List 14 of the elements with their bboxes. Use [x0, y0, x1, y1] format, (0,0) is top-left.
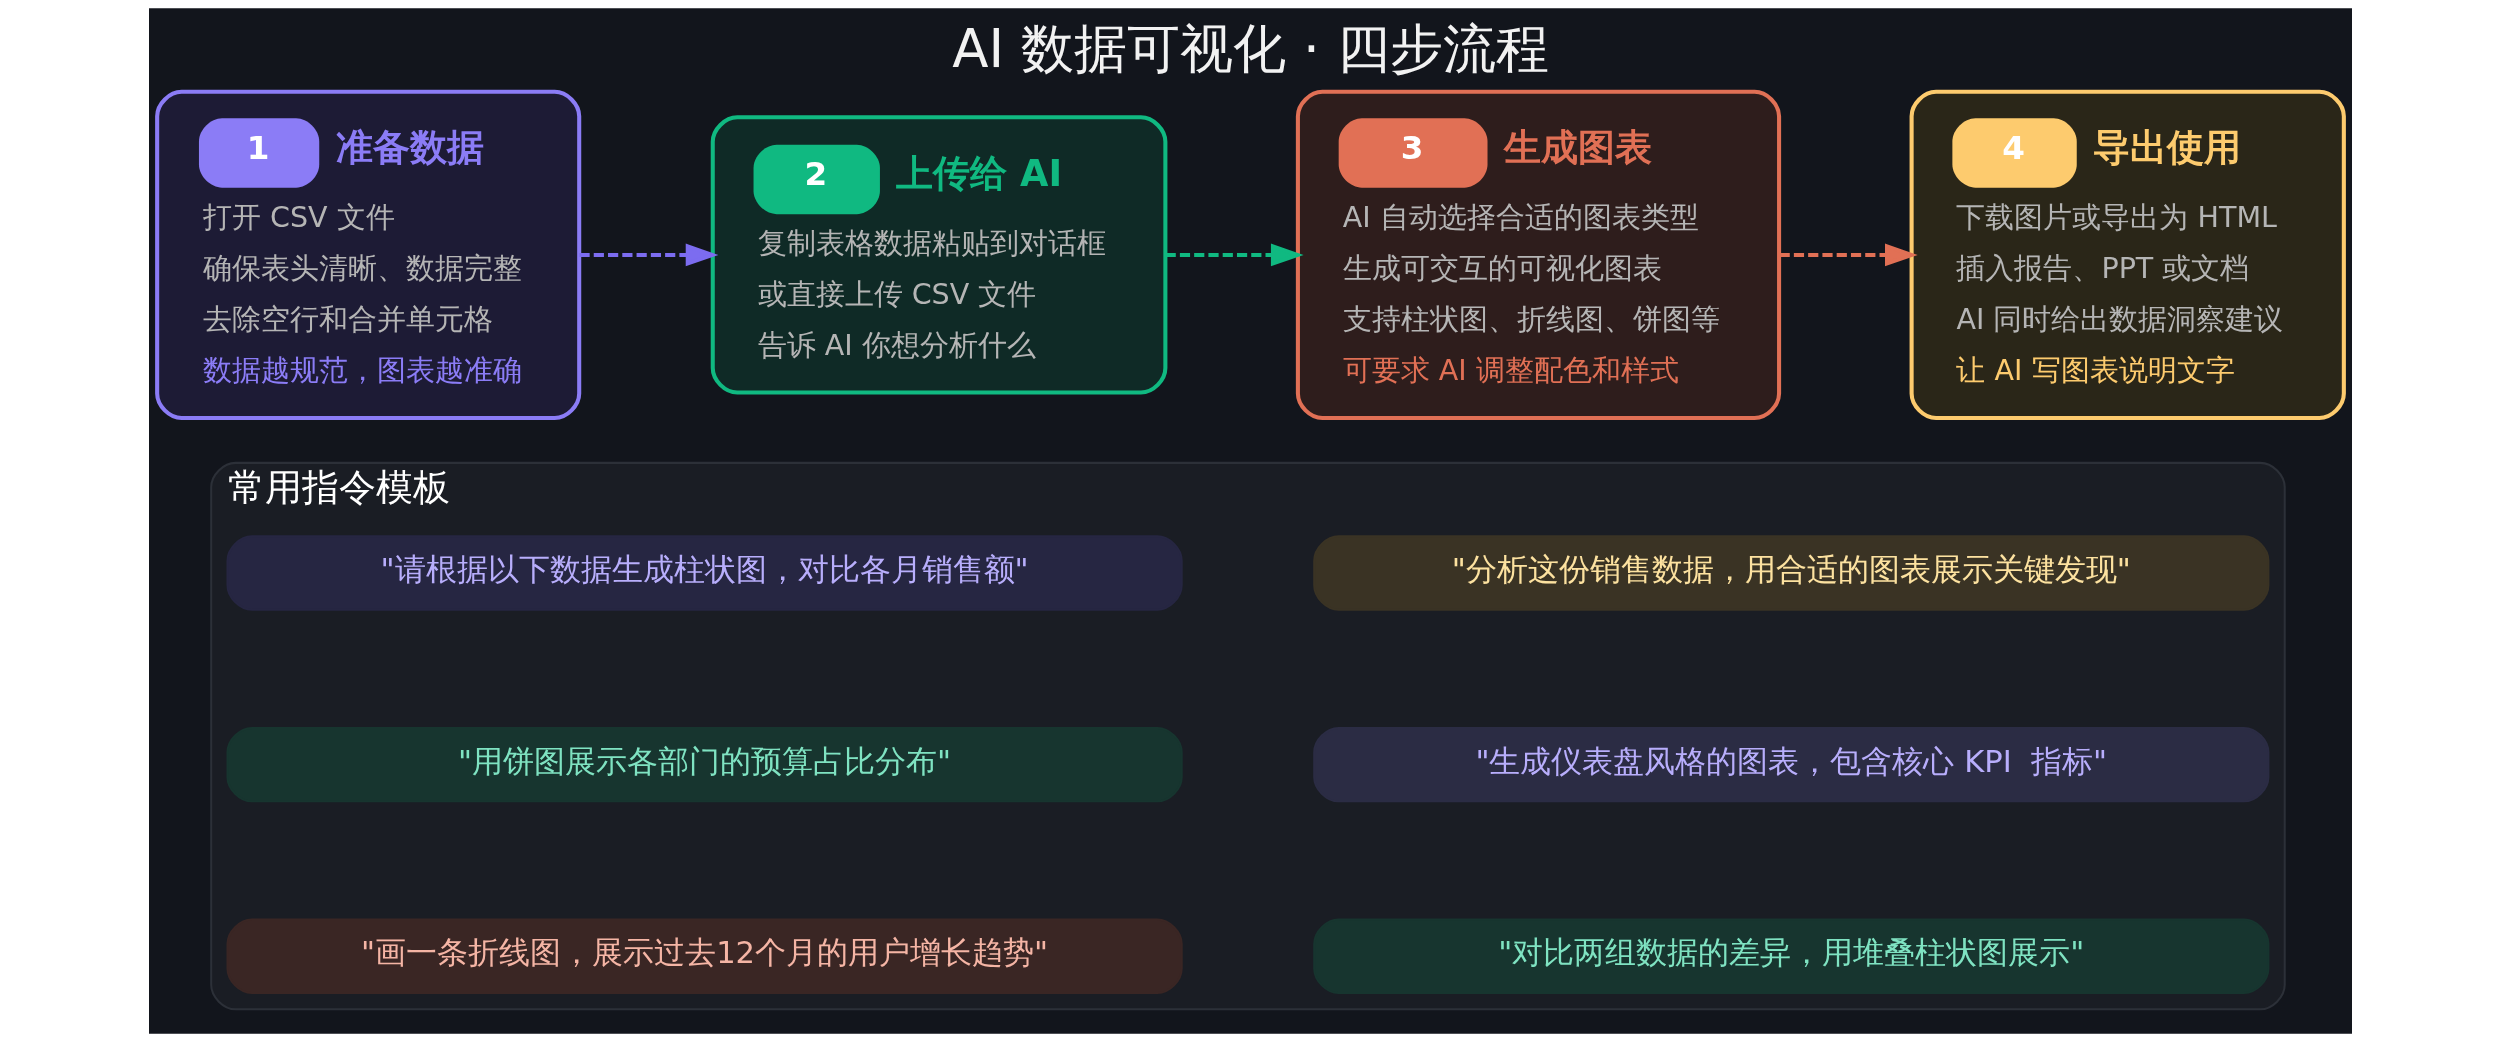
- node-box: "用饼图展示各部门的预算占比分布": [226, 726, 1183, 803]
- node-box: 2 上传给 AI 复制表格数据粘贴到对话框 或直接上传 CSV 文件 告诉 AI 你想分析什么: [710, 115, 1167, 395]
- node-box: "请根据以下数据生成柱状图，对比各月销售额": [226, 535, 1183, 611]
- node-box: "分析这份销售数据，用合适的图表展示关键发现": [1312, 535, 2269, 611]
- node-box: 4 导出使用 下载图片或导出为 HTML 插入报告、PPT 或文档 AI 同时给出数据洞察建议 让 AI 写图表说明文字: [1909, 89, 2346, 421]
- arrow: [1779, 243, 1918, 267]
- arrow: [1165, 243, 1304, 267]
- node-box: "对比两组数据的差异，用堆叠柱状图展示": [1312, 918, 2269, 994]
- arrow: [578, 243, 718, 267]
- diagram-title: AI 数据可视化 · 四步流程: [951, 17, 1549, 80]
- node-box: "生成仪表盘风格的图表，包含核心 KPI 指标": [1312, 726, 2269, 803]
- node-box: 3 生成图表 AI 自动选择合适的图表类型 生成可交互的可视化图表 支持柱状图、折线图、饼图等 可要求 AI 调整配色和样式: [1295, 89, 1781, 421]
- node-box: "画一条折线图，展示过去12个月的用户增长趋势": [226, 918, 1183, 994]
- node-box: 1 准备数据 打开 CSV 文件 确保表头清晰、数据完整 去除空行和合并单元格 数据越规范，图表越准确: [154, 89, 581, 421]
